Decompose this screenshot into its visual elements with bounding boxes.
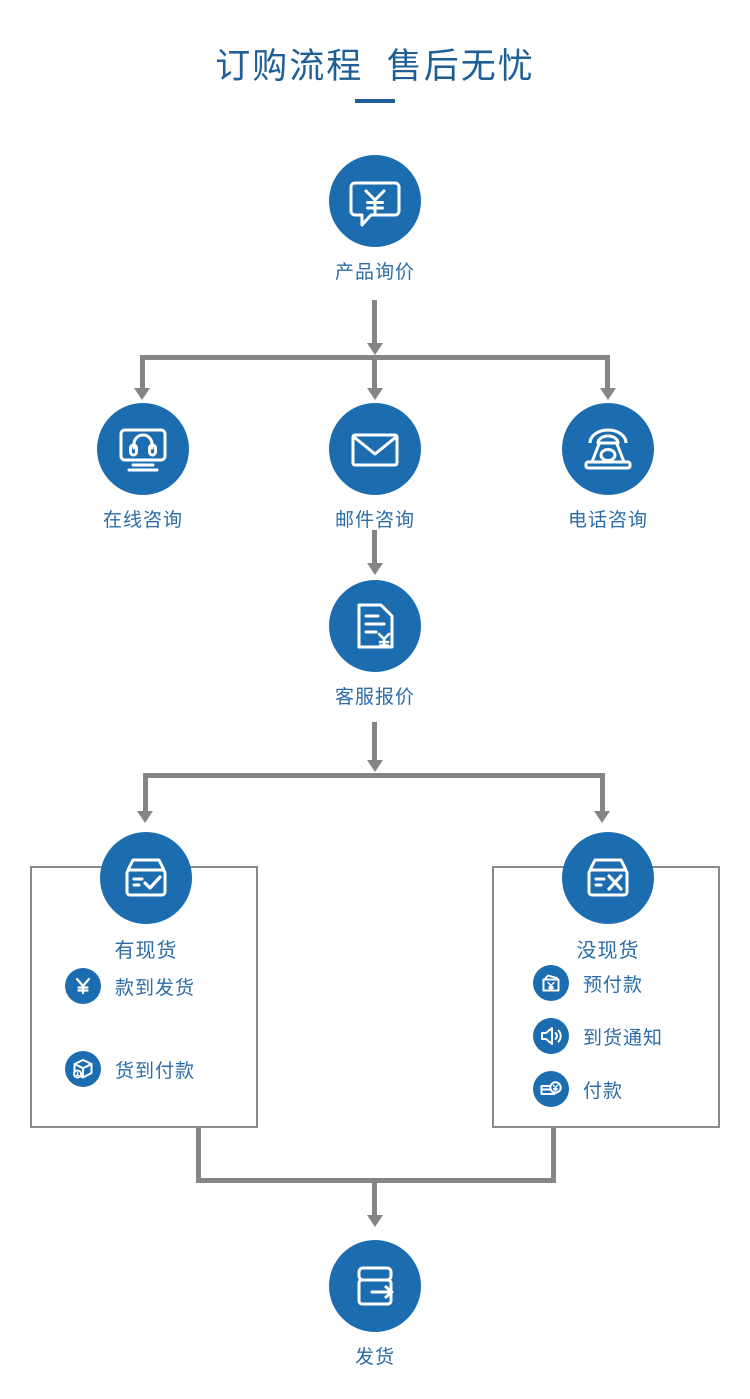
connector-line	[600, 773, 605, 813]
page-title: 订购流程 售后无忧	[215, 47, 535, 86]
monitor-headset-icon	[97, 403, 189, 495]
node-shipping[interactable]: 发货	[329, 1240, 421, 1369]
connector-line	[372, 300, 377, 345]
connector-line	[372, 722, 377, 762]
node-label: 发货	[354, 1347, 395, 1368]
node-label: 客服报价	[334, 687, 415, 708]
option-payment-before-shipping[interactable]: 款到发货	[65, 968, 195, 1004]
connector-line	[372, 530, 377, 565]
connector-arrow	[134, 388, 150, 400]
connector-arrow	[137, 811, 153, 823]
node-in-stock[interactable]: 有现货	[100, 832, 192, 963]
connector-line	[551, 1128, 556, 1182]
package-cube-icon	[65, 1051, 101, 1087]
stock-box-title: 有现货	[114, 940, 178, 962]
connector-arrow	[594, 811, 610, 823]
stock-box-title: 没现货	[576, 940, 640, 962]
node-product-inquiry[interactable]: 产品询价	[329, 155, 421, 284]
speech-bubble-yuan-icon	[329, 155, 421, 247]
document-yuan-icon	[329, 580, 421, 672]
node-label: 邮件咨询	[334, 510, 415, 531]
node-label: 电话咨询	[567, 510, 648, 531]
option-label: 到货通知	[583, 1027, 664, 1049]
option-label: 预付款	[583, 974, 644, 996]
option-payment[interactable]: 付款	[533, 1071, 623, 1107]
option-label: 付款	[583, 1080, 624, 1102]
node-online-consultation[interactable]: 在线咨询	[97, 403, 189, 532]
option-label: 货到付款	[115, 1060, 196, 1082]
option-arrival-notice[interactable]: 到货通知	[533, 1018, 663, 1054]
card-yuan-icon	[533, 1071, 569, 1107]
connector-arrow	[367, 343, 383, 355]
connector-arrow	[367, 760, 383, 772]
node-service-quote[interactable]: 客服报价	[329, 580, 421, 709]
node-out-of-stock[interactable]: 没现货	[562, 832, 654, 963]
box-check-icon	[100, 832, 192, 924]
connector-line	[372, 1178, 377, 1218]
wallet-yuan-icon	[533, 965, 569, 1001]
option-cash-on-delivery[interactable]: 货到付款	[65, 1051, 195, 1087]
connector-arrow	[367, 563, 383, 575]
connector-line	[196, 1128, 201, 1182]
connector-arrow	[367, 388, 383, 400]
connector-arrow	[367, 1215, 383, 1227]
node-label: 产品询价	[334, 262, 415, 283]
connector-line	[140, 355, 145, 390]
option-label: 款到发货	[115, 977, 196, 999]
option-prepayment[interactable]: 预付款	[533, 965, 643, 1001]
speaker-announce-icon	[533, 1018, 569, 1054]
yuan-icon	[65, 968, 101, 1004]
connector-line	[143, 773, 148, 813]
envelope-icon	[329, 403, 421, 495]
connector-branch-bar	[143, 773, 605, 778]
connector-line	[372, 355, 377, 390]
connector-line	[605, 355, 610, 390]
node-phone-consultation[interactable]: 电话咨询	[562, 403, 654, 532]
connector-arrow	[600, 388, 616, 400]
box-arrow-out-icon	[329, 1240, 421, 1332]
box-cross-icon	[562, 832, 654, 924]
telephone-icon	[562, 403, 654, 495]
node-label: 在线咨询	[102, 510, 183, 531]
title-underline-accent	[355, 99, 395, 103]
node-email-consultation[interactable]: 邮件咨询	[329, 403, 421, 532]
